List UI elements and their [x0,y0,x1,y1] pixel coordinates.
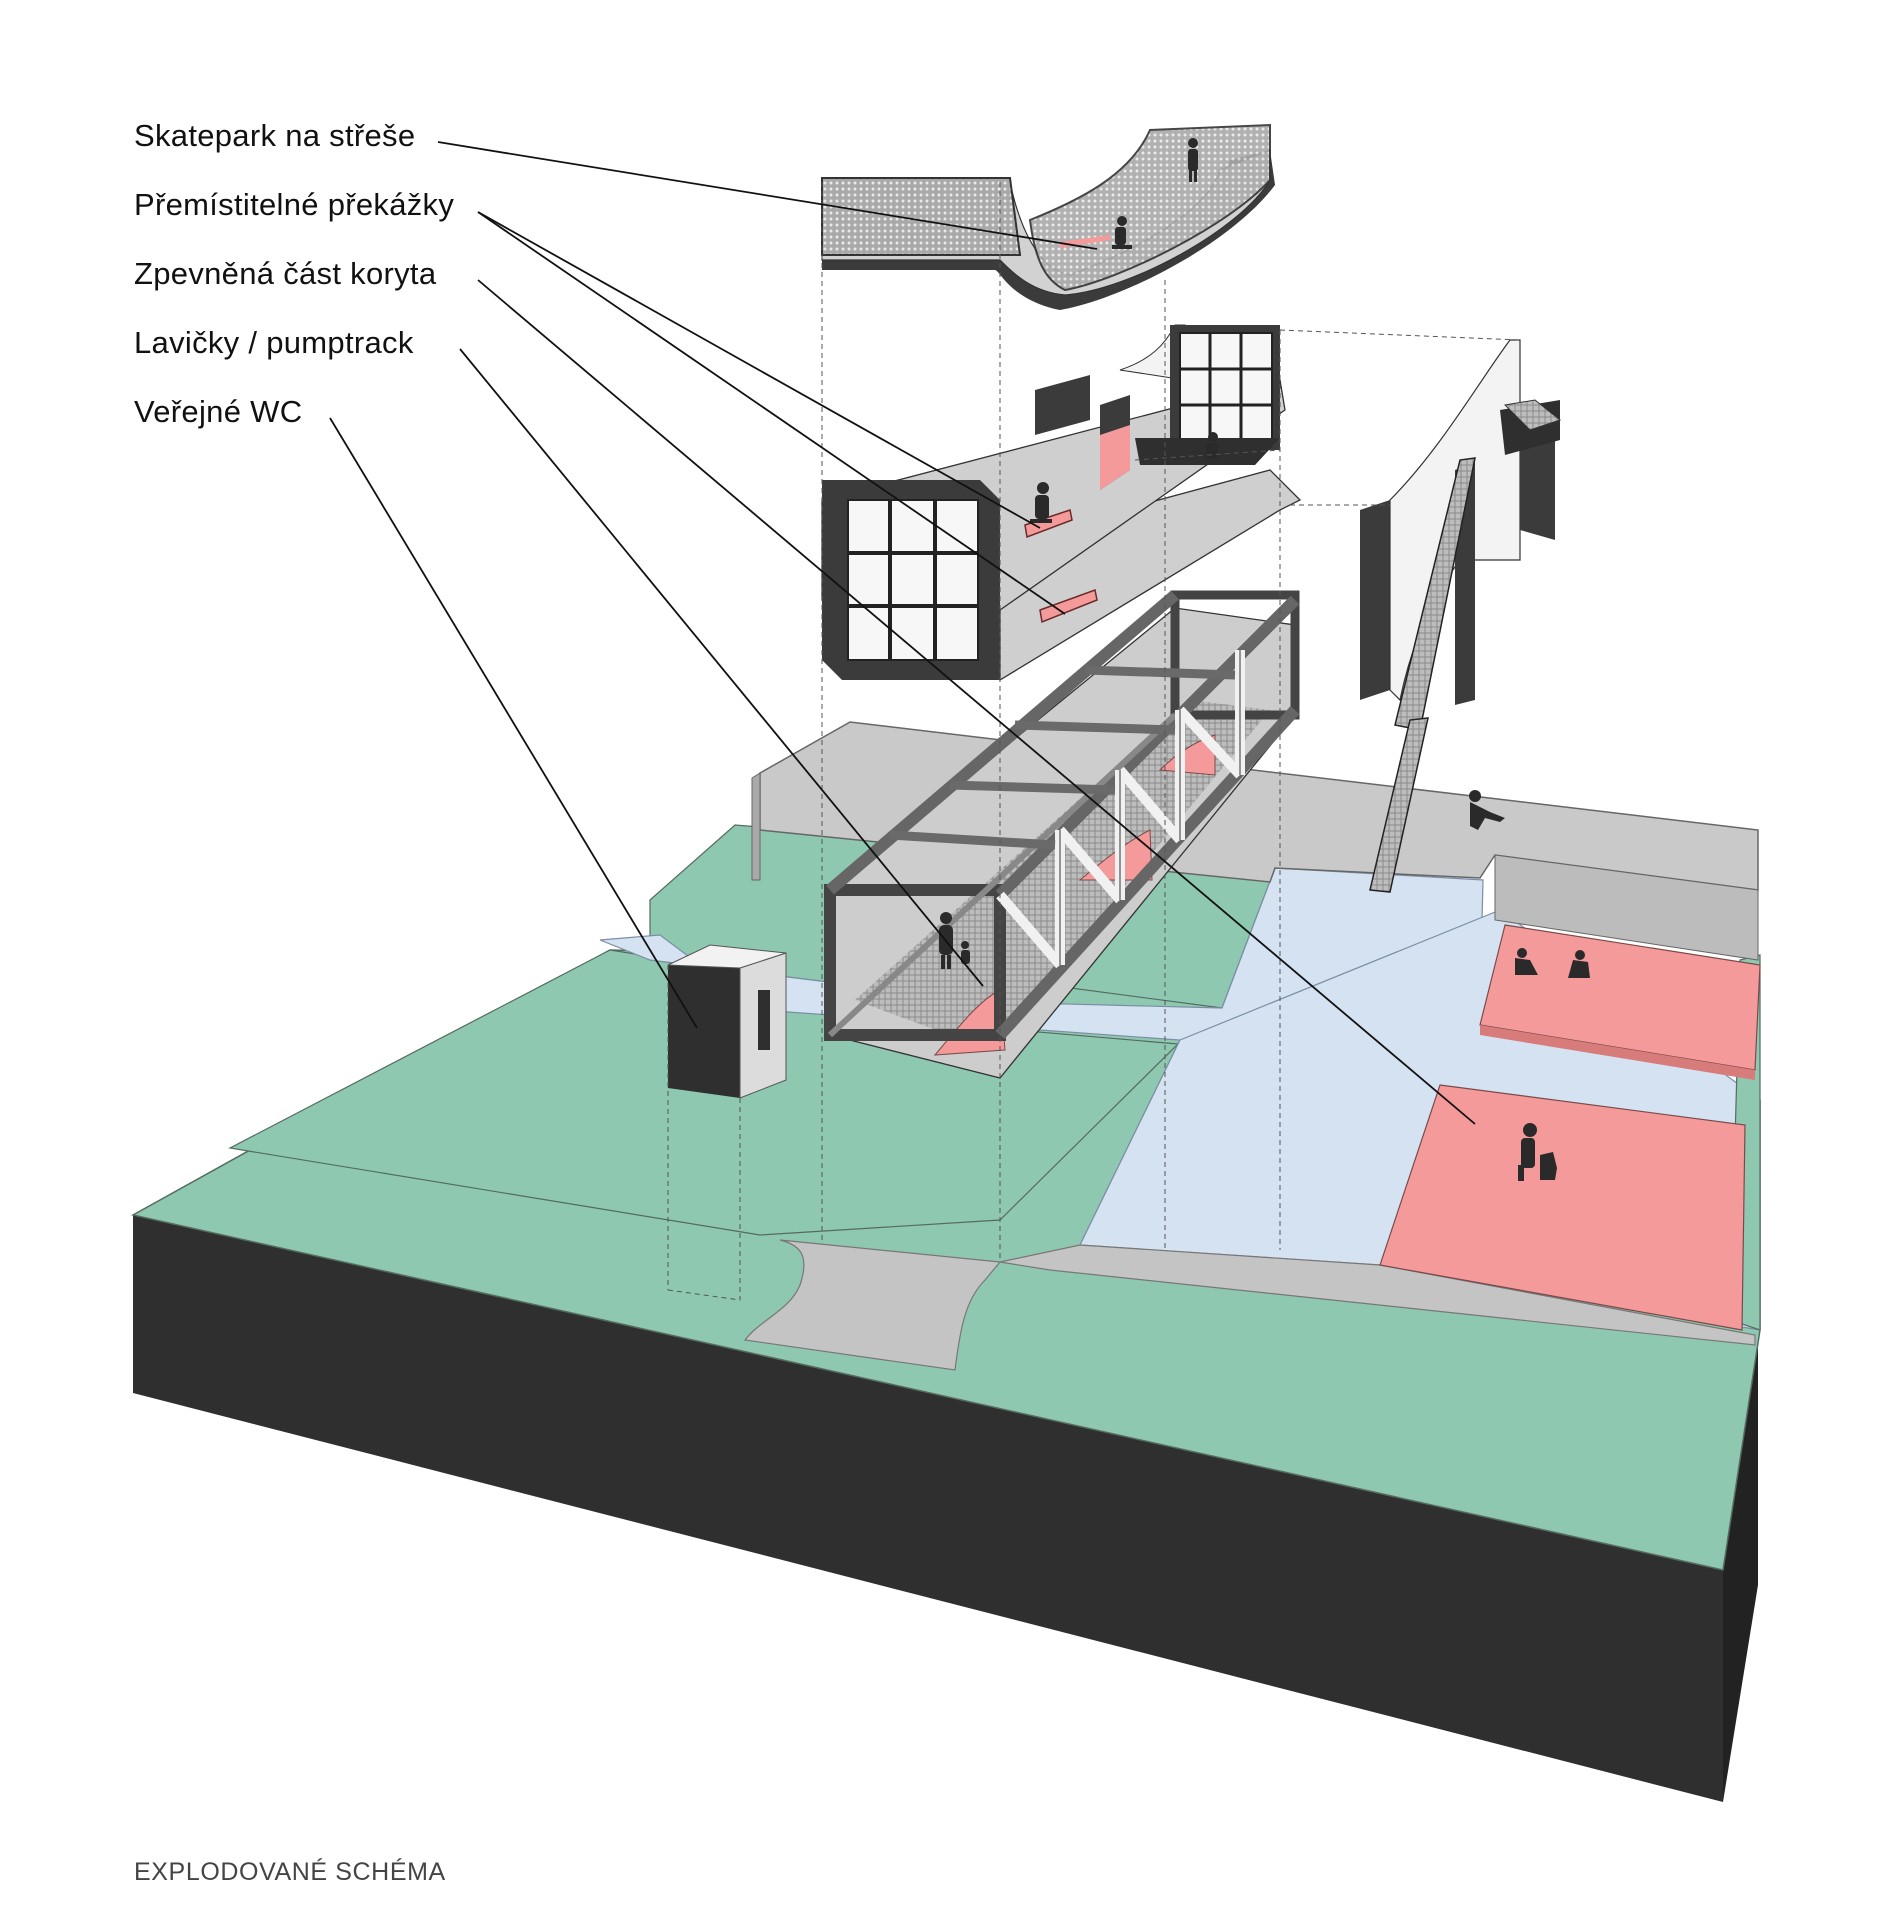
leader-channel [477,279,1476,1125]
person-roof-standing [1188,138,1198,182]
soil-front-side [133,1215,1723,1802]
person-with-dog [1518,1123,1557,1181]
roof-skatepark [821,123,1275,310]
label-roof-skatepark: Skatepark na střeše [134,118,416,153]
label-public-wc: Veřejné WC [134,394,303,429]
diagram-caption: EXPLODOVANÉ SCHÉMA [134,1858,446,1886]
leader-obstacles-2 [477,211,1066,615]
leader-wc [329,417,698,1029]
people-silhouettes [939,138,1590,1181]
person-deck-skater [1030,482,1052,523]
truss-bridge [824,590,1300,1079]
person-roof-skater [1112,216,1132,249]
building-level [821,324,1562,893]
leader-lines [329,141,1476,1125]
soil-right-side [1723,1335,1758,1802]
people-sitting-pair [1515,948,1590,978]
leader-obstacles-1 [477,211,1041,529]
paved-path [743,1239,1002,1371]
public-wc [667,944,787,1099]
pink-platform-lower [1379,1084,1746,1331]
bank-slope [999,1244,1756,1346]
label-reinforced-channel: Zpevněná část koryta [134,256,437,291]
label-movable-obstacles: Přemístitelné překážky [134,187,455,222]
leader-benches [459,348,984,987]
person-running [1469,790,1505,830]
person-child-bridge [961,941,970,964]
pink-platforms [1379,924,1761,1331]
leader-skatepark [437,141,1098,250]
label-benches-pumptrack: Lavičky / pumptrack [134,325,414,360]
